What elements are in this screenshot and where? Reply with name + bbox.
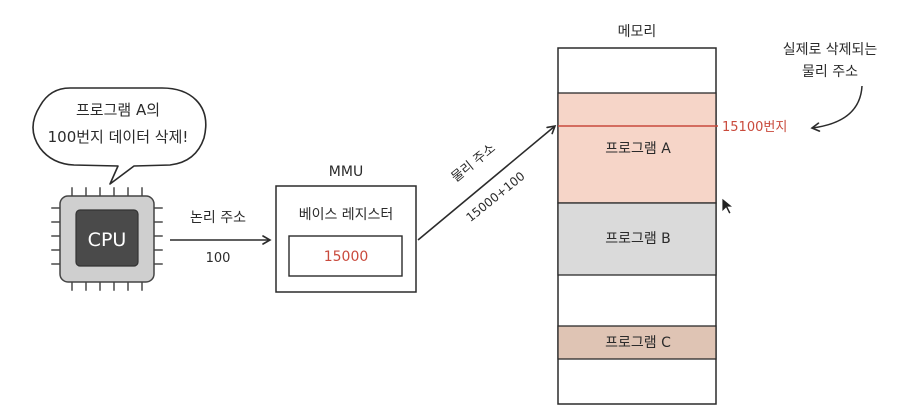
note-line-2: 물리 주소 (802, 64, 858, 80)
mmu-unit: MMU 베이스 레지스터 15000 (275, 164, 417, 293)
physical-address-arrow: 물리 주소 15000+100 (417, 124, 557, 241)
bubble-line-1: 프로그램 A의 (76, 101, 160, 119)
logical-address-label: 논리 주소 (190, 210, 246, 226)
program-a-label: 프로그램 A (605, 141, 671, 157)
memory-title: 메모리 (618, 24, 657, 40)
physical-address-value: 15000+100 (463, 169, 527, 225)
cpu-chip: CPU (51, 187, 163, 291)
mouse-cursor-icon (721, 197, 735, 215)
note-arrow (810, 85, 863, 132)
base-register-box (288, 235, 403, 277)
speech-bubble: 프로그램 A의 100번지 데이터 삭제! (32, 87, 207, 185)
cpu-label: CPU (88, 229, 127, 251)
program-c-segment (557, 325, 717, 360)
base-register-label: 베이스 레지스터 (299, 207, 394, 223)
program-b-segment (557, 202, 717, 276)
program-c-label: 프로그램 C (605, 335, 671, 351)
bubble-line-2: 100번지 데이터 삭제! (48, 128, 189, 146)
base-register-value: 15000 (324, 249, 369, 265)
program-a-segment (557, 92, 717, 204)
program-b-label: 프로그램 B (605, 231, 671, 247)
logical-address-arrow: 논리 주소 100 (170, 210, 272, 266)
mmu-title: MMU (329, 164, 363, 180)
note-line-1: 실제로 삭제되는 (783, 42, 878, 58)
memory: 메모리 프로그램 A 프로그램 B 프로그램 C 15100번지 (557, 24, 787, 405)
logical-address-value: 100 (206, 251, 231, 266)
target-address-label: 15100번지 (722, 120, 787, 135)
physical-address-note: 실제로 삭제되는 물리 주소 (783, 42, 878, 132)
